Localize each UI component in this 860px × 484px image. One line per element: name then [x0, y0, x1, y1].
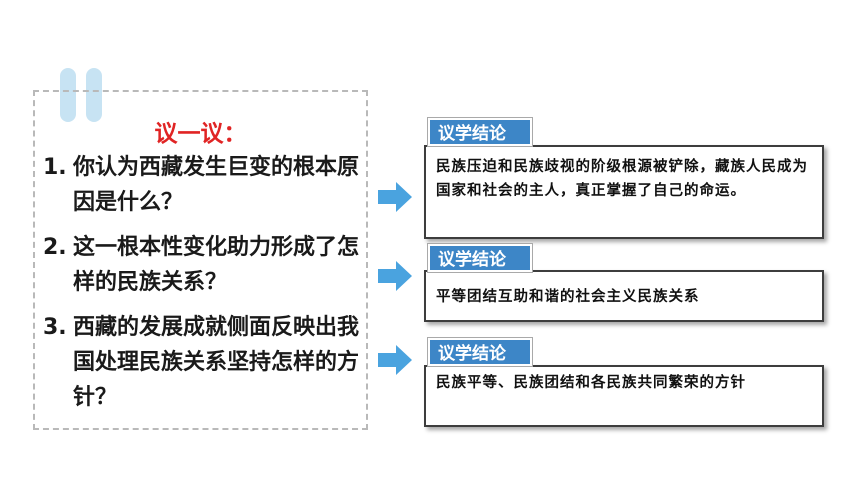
decorative-bar	[60, 68, 76, 122]
arrow-right-icon	[378, 261, 412, 291]
question-number: 2.	[43, 235, 67, 260]
arrow-right-icon	[378, 182, 412, 212]
arrow-right-icon	[378, 345, 412, 375]
conclusion-box: 民族平等、民族团结和各民族共同繁荣的方针	[424, 365, 824, 427]
conclusion-label: 议学结论	[427, 243, 533, 273]
question-text: 西藏的发展成就侧面反映出我国处理民族关系坚持怎样的方针？	[73, 315, 360, 410]
question-text: 你认为西藏发生巨变的根本原因是什么？	[73, 155, 360, 215]
question-item: 2. 这一根本性变化助力形成了怎样的民族关系？	[43, 230, 367, 300]
conclusion-label: 议学结论	[427, 117, 533, 147]
question-item: 3. 西藏的发展成就侧面反映出我国处理民族关系坚持怎样的方针？	[43, 310, 367, 415]
decorative-bar	[86, 68, 102, 122]
question-number: 3.	[43, 315, 67, 340]
discussion-title: 议一议：	[154, 121, 247, 147]
question-panel: 议一议： 1. 你认为西藏发生巨变的根本原因是什么？ 2. 这一根本性变化助力形…	[33, 90, 368, 430]
conclusion-box: 民族压迫和民族歧视的阶级根源被铲除，藏族人民成为国家和社会的主人，真正掌握了自己…	[424, 145, 824, 239]
question-text: 这一根本性变化助力形成了怎样的民族关系？	[73, 235, 360, 295]
conclusion-label: 议学结论	[427, 337, 533, 367]
conclusion-box: 平等团结互助和谐的社会主义民族关系	[424, 270, 824, 322]
decorative-bars	[60, 68, 104, 122]
question-item: 1. 你认为西藏发生巨变的根本原因是什么？	[43, 150, 367, 220]
question-number: 1.	[43, 155, 67, 180]
